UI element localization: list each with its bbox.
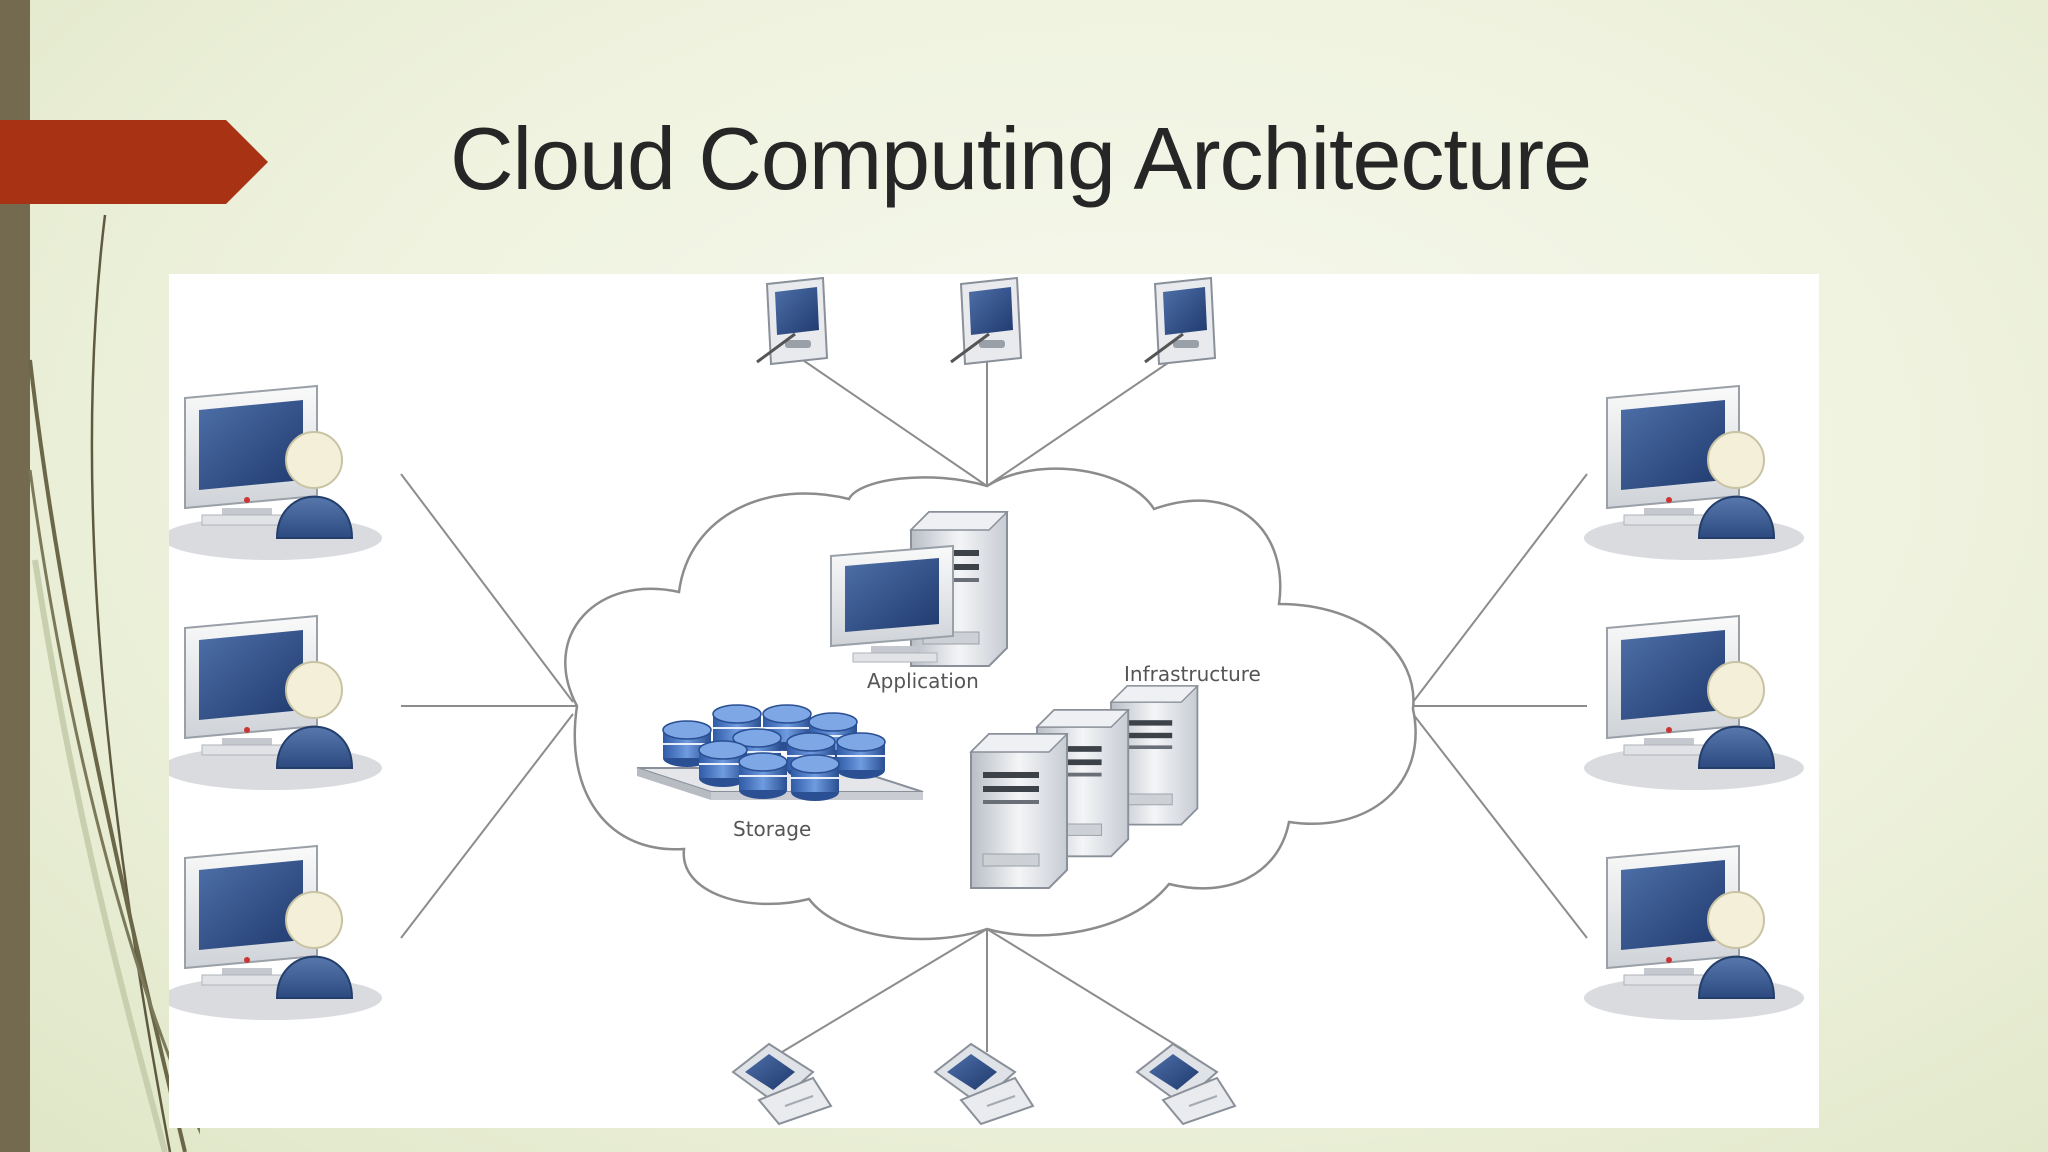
pda-device-1-icon [755, 276, 829, 366]
storage-label: Storage [733, 817, 811, 841]
workstation-left-3-icon [169, 845, 383, 1021]
workstation-left-1-icon [169, 385, 383, 561]
pda-device-3-icon [1143, 276, 1217, 366]
cloud-shape [564, 467, 1417, 941]
application-server-icon [830, 511, 1008, 667]
workstation-right-3-icon [1583, 845, 1805, 1021]
mobile-phone-1-icon [732, 1043, 832, 1125]
workstation-left-2-icon [169, 615, 383, 791]
title-arrow-marker [0, 120, 268, 204]
mobile-phone-2-icon [934, 1043, 1034, 1125]
application-label: Application [867, 669, 979, 693]
workstation-right-1-icon [1583, 385, 1805, 561]
decorative-curves [28, 214, 200, 1152]
pda-device-2-icon [949, 276, 1023, 366]
mobile-phone-3-icon [1136, 1043, 1236, 1125]
infrastructure-label: Infrastructure [1124, 662, 1261, 686]
architecture-diagram: Application Infrastructure [169, 274, 1819, 1128]
workstation-right-2-icon [1583, 615, 1805, 791]
storage-icon [636, 704, 924, 802]
slide-title: Cloud Computing Architecture [450, 109, 1592, 208]
connection-lines [400, 353, 1588, 1053]
